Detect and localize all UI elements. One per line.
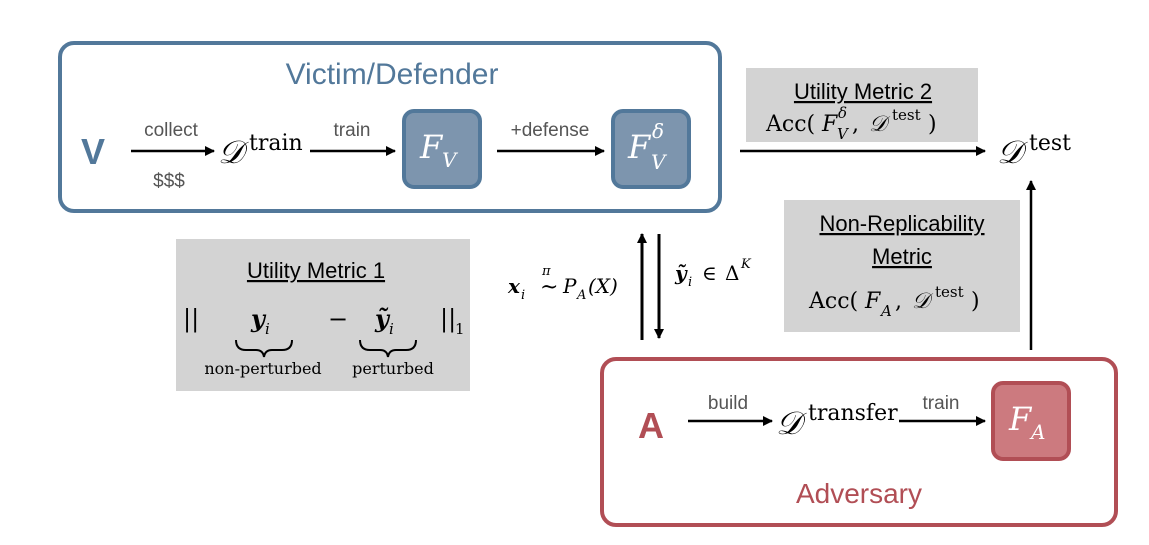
metric1-minus: − [328, 305, 348, 333]
metric2-title: Utility Metric 2 [794, 79, 932, 104]
metric3-f: F [864, 289, 881, 314]
query-x: x [507, 274, 521, 298]
metric1-label-right: perturbed [352, 359, 434, 378]
metric1-label-left: non-perturbed [204, 359, 321, 378]
metric1-y-sub: i [265, 320, 270, 338]
response-y-sub: i [688, 275, 692, 290]
train-dataset-sup: train [249, 131, 303, 156]
metric3-title-line1: Non-Replicability [819, 211, 984, 236]
adversary-title: Adversary [796, 478, 922, 509]
metric1-ytilde: ỹ [374, 304, 391, 333]
collect-label: collect [144, 120, 199, 141]
metric1-y: y [250, 304, 267, 333]
metric2-f: F [821, 112, 838, 137]
response-delta-sup: K [740, 257, 752, 272]
metric3-title-line2: Metric [872, 244, 932, 269]
utility-metric-1: Utility Metric 1 || y i − ỹ i || 1 non-p… [176, 239, 470, 391]
query-pi: π [541, 264, 551, 279]
metric3-acc: Acc( [808, 289, 858, 314]
defended-model-symbol: F [627, 128, 652, 166]
test-dataset-sup: test [1029, 131, 1071, 156]
right-underbrace [359, 339, 417, 358]
cost-label: $$$ [153, 171, 185, 192]
adversary-frame [600, 357, 1118, 527]
metric2-close: ) [928, 112, 937, 137]
metric1-open-norm: || [183, 305, 199, 334]
metric2-acc: Acc( [765, 112, 815, 137]
defended-model-sub: V [651, 150, 668, 174]
adversary-train-label: train [923, 393, 960, 414]
metric2-d: 𝒟 [869, 112, 891, 137]
train-label: train [334, 120, 371, 141]
victim-model-sub: V [442, 148, 459, 172]
transfer-dataset-sup: transfer [808, 401, 898, 426]
metric2-d-sup: test [892, 106, 921, 124]
test-dataset: 𝒟 test [997, 131, 1071, 171]
metric2-comma: , [852, 112, 859, 137]
adversary-model-symbol: F [1008, 400, 1033, 438]
victim-model-box: F V [402, 109, 482, 189]
query-approx: ~ [540, 275, 558, 300]
metric2-f-sub: V [837, 125, 850, 143]
metric1-ytilde-sub: i [389, 320, 394, 338]
metric3-d-sup: test [935, 283, 964, 301]
metric1-close-sub: 1 [455, 320, 465, 338]
victim-letter: V [81, 131, 105, 172]
response-delta: Δ [725, 261, 739, 285]
metric1-close-norm: || [440, 305, 456, 334]
metric1-title: Utility Metric 1 [247, 258, 385, 283]
victim-title: Victim/Defender [286, 58, 499, 91]
response-y: ỹ [674, 261, 688, 285]
query-p: P [562, 274, 577, 298]
query-p-arg: (X) [588, 274, 618, 298]
metric2-f-sup: δ [838, 104, 847, 122]
utility-metric-2: Utility Metric 2 Acc( F δ V , 𝒟 test ) [746, 68, 978, 143]
non-replicability-metric: Non-Replicability Metric Acc( F A , 𝒟 te… [784, 200, 1020, 332]
defended-model-box: F δ V [611, 109, 691, 189]
adversary-model-sub: A [1029, 420, 1045, 444]
build-label: build [708, 393, 748, 414]
metric3-d: 𝒟 [912, 289, 934, 314]
victim-panel: Victim/Defender V collect $$$ 𝒟 train tr… [58, 41, 722, 213]
query-formula: x i ~ π P A (X) [507, 264, 618, 303]
response-formula: ỹ i ∈ Δ K [674, 257, 752, 290]
metric3-close: ) [971, 289, 980, 314]
response-in: ∈ [702, 261, 717, 285]
victim-model-symbol: F [419, 128, 444, 166]
metric3-f-sub: A [879, 302, 892, 320]
query-p-sub: A [576, 288, 586, 303]
query-x-sub: i [521, 288, 525, 303]
defense-label: +defense [511, 120, 590, 141]
test-dataset-symbol: 𝒟 [997, 133, 1028, 171]
metric3-comma: , [895, 289, 902, 314]
adversary-letter: A [638, 405, 664, 446]
adversary-model-box: F A [991, 381, 1071, 461]
adversary-panel: A build 𝒟 transfer train F A Adversary [600, 357, 1118, 527]
left-underbrace [235, 339, 293, 358]
defended-model-sup: δ [652, 119, 664, 143]
victim-frame [58, 41, 722, 213]
